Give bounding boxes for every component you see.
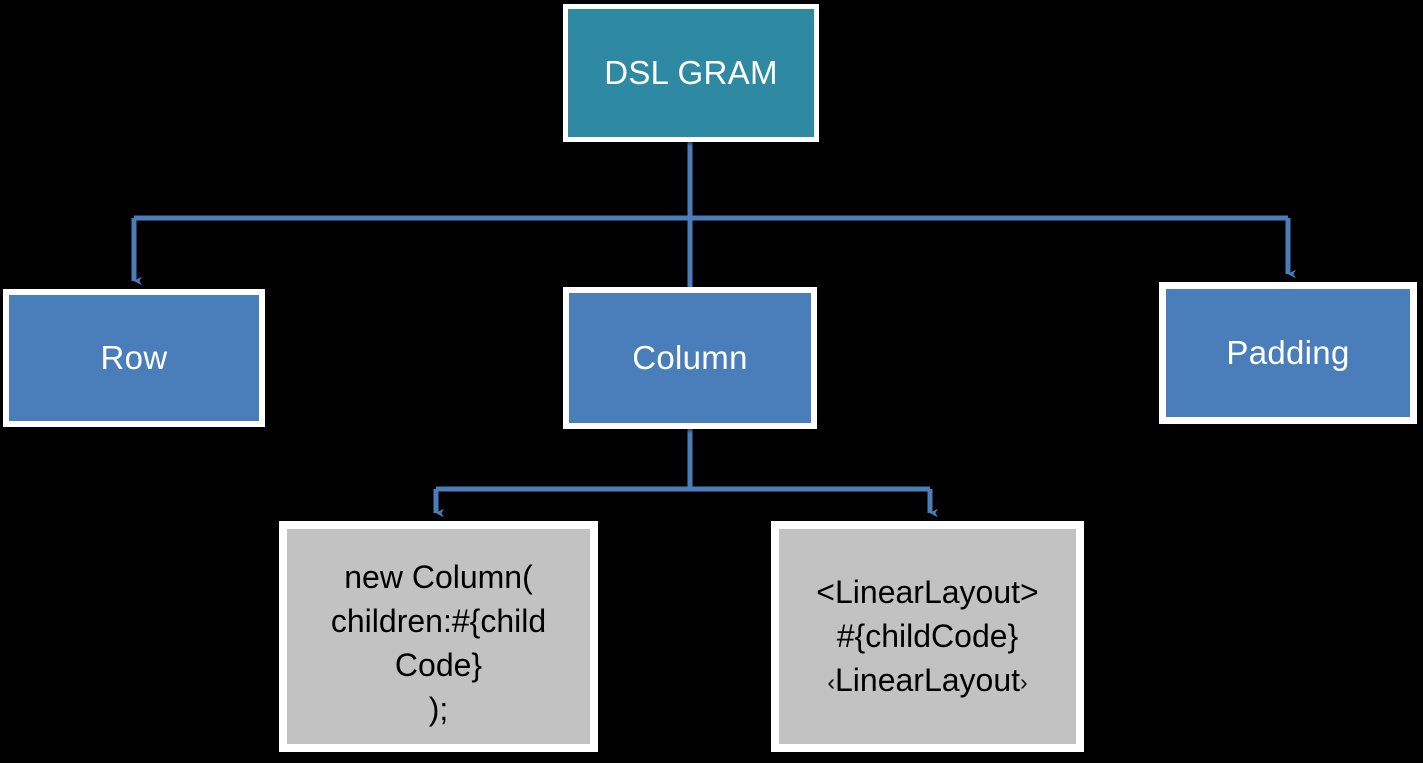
android-linearlayout-snippet-text: <LinearLayout> #{childCode} ‹LinearLayou… bbox=[779, 529, 1076, 744]
code-line: new Column( bbox=[344, 559, 533, 595]
code-line: children:#{child bbox=[330, 603, 547, 639]
code-line: Code} bbox=[394, 647, 483, 683]
node-flutter-column-snippet[interactable]: new Column( children:#{child Code} ); bbox=[279, 521, 598, 752]
node-row[interactable]: Row bbox=[3, 289, 265, 427]
code-line: #{childCode} bbox=[836, 617, 1019, 654]
code-line-closing-tag: ‹LinearLayout› bbox=[827, 658, 1027, 704]
flutter-column-snippet-text: new Column( children:#{child Code} ); bbox=[287, 529, 590, 744]
angle-open-icon: ‹ bbox=[827, 668, 835, 695]
node-padding[interactable]: Padding bbox=[1159, 282, 1417, 424]
node-dsl-gram-label: DSL GRAM bbox=[568, 9, 814, 137]
node-dsl-gram[interactable]: DSL GRAM bbox=[563, 4, 819, 142]
node-column[interactable]: Column bbox=[563, 287, 817, 429]
closing-tag-name: LinearLayout bbox=[834, 661, 1021, 698]
code-line: <LinearLayout> bbox=[816, 573, 1039, 610]
code-line: ); bbox=[428, 691, 449, 727]
node-padding-label: Padding bbox=[1166, 289, 1410, 417]
angle-close-icon: › bbox=[1020, 668, 1028, 695]
node-row-label: Row bbox=[9, 295, 259, 421]
node-android-linearlayout-snippet[interactable]: <LinearLayout> #{childCode} ‹LinearLayou… bbox=[771, 521, 1084, 752]
node-column-label: Column bbox=[569, 293, 811, 423]
